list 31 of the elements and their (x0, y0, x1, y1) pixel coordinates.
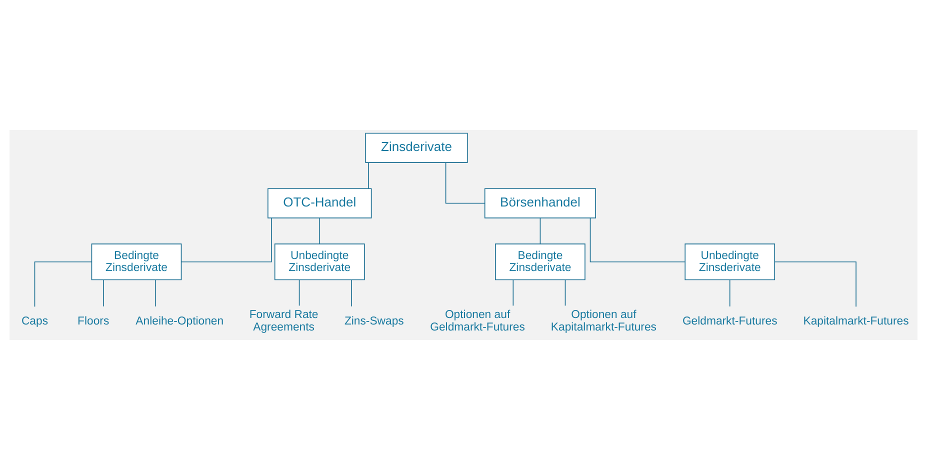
node-text: Geldmarkt-Futures (682, 315, 778, 328)
node-box: Bedingte Zinsderivate (91, 244, 182, 280)
connector (512, 280, 514, 306)
connector (351, 280, 352, 307)
node-text: Anleihe-Optionen (136, 315, 224, 328)
connector (155, 280, 156, 307)
node-text: Optionen auf Kapitalmarkt-Futures (550, 309, 656, 334)
node-text: Zins-Swaps (344, 315, 404, 328)
connector (181, 218, 272, 262)
node-text: Caps (21, 315, 48, 328)
connector (368, 162, 369, 189)
node-box: Unbedingte Zinsderivate (274, 244, 365, 280)
connector (540, 218, 541, 244)
connector (34, 261, 92, 307)
connector (590, 218, 686, 262)
node-text: Forward Rate Agreements (249, 309, 318, 334)
node-box: Börsenhandel (484, 188, 596, 218)
connector (298, 280, 300, 306)
node-box: OTC-Handel (268, 188, 372, 218)
node-text: Floors (78, 315, 110, 328)
connector (445, 162, 486, 204)
connector (564, 280, 566, 306)
node-box: Bedingte Zinsderivate (495, 244, 586, 280)
connector (319, 218, 320, 244)
node-box: Zinsderivate (365, 132, 468, 163)
connector (729, 280, 730, 307)
node-text: Optionen auf Geldmarkt-Futures (430, 309, 525, 334)
connector (774, 261, 856, 307)
node-text: Kapitalmarkt-Futures (803, 315, 909, 328)
node-box: Unbedingte Zinsderivate (684, 244, 776, 280)
connector (103, 280, 104, 307)
